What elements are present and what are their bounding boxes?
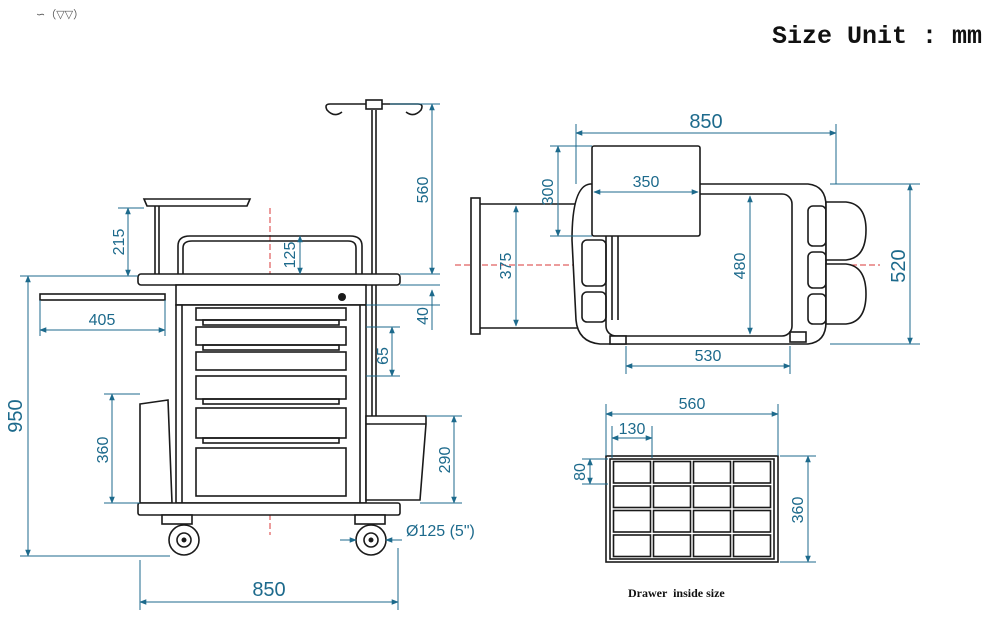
dim-cell-width: 130 [619, 421, 646, 438]
right-bin [365, 415, 427, 501]
top-surface [137, 273, 401, 286]
base [137, 502, 401, 516]
top-handle [177, 235, 363, 274]
side-tray [142, 198, 252, 278]
top-drawer-band [175, 284, 367, 306]
top-view: 850 300 350 375 480 520 530 [455, 111, 920, 374]
dim-drawer-width: 560 [679, 396, 706, 413]
drawer-cell [732, 460, 772, 484]
drawer-cell [732, 534, 772, 558]
top-handle-inner [182, 240, 357, 274]
front-dimensions: 560 215 125 405 40 65 [5, 103, 475, 610]
dim-total-depth: 520 [888, 249, 910, 282]
dim-front-total-width: 850 [252, 579, 285, 601]
drawer-caption: Drawer inside size [628, 586, 725, 600]
dim-handle-depth: 375 [498, 253, 515, 280]
drawers [195, 307, 347, 497]
top-right-bin-2 [825, 263, 867, 325]
dim-tray-depth: 300 [540, 179, 557, 206]
drawer-cell [612, 485, 652, 509]
dim-side-bin-height: 290 [437, 447, 454, 474]
dim-handle-drop: 125 [282, 242, 299, 269]
dim-cell-height: 80 [572, 463, 589, 481]
top-right-bin-1 [825, 201, 867, 261]
drawer-cell [692, 460, 732, 484]
top-dimensions: 850 300 350 375 480 520 530 [498, 111, 920, 374]
dim-tray-width: 350 [633, 174, 660, 191]
drawer-6 [195, 447, 347, 497]
lock-icon [338, 293, 346, 301]
drawer-cell [732, 485, 772, 509]
side-shelf [39, 293, 166, 301]
caster-right [354, 514, 387, 556]
drawer-cell [652, 460, 692, 484]
dim-side-shelf-length: 405 [89, 312, 116, 329]
iv-pole [325, 99, 423, 420]
drawer-cell [692, 509, 732, 533]
drawer-cell [612, 534, 652, 558]
dim-drawer-height: 65 [375, 347, 392, 365]
dim-tray-height: 215 [111, 229, 128, 256]
size-unit-title: Size Unit : mm [772, 22, 983, 51]
drawer-cell [612, 460, 652, 484]
corner-mark: ∽（▽▽） [36, 8, 85, 21]
dim-total-height: 950 [5, 399, 27, 432]
drawer-cell [612, 509, 652, 533]
drawer-cell [652, 485, 692, 509]
dim-caster: Ø125 (5") [406, 523, 475, 540]
drawer-1-handle [202, 319, 340, 326]
drawer-cell [652, 534, 692, 558]
drawer-outline [605, 455, 779, 563]
caster-left [161, 514, 200, 556]
dim-inner-width: 530 [695, 348, 722, 365]
drawer-3 [195, 351, 347, 371]
drawer-cell [732, 509, 772, 533]
drawer-5-handle [202, 437, 340, 444]
drawer-grid [612, 460, 772, 558]
top-tray [591, 145, 701, 237]
drawer-cell [692, 534, 732, 558]
dim-top-total-width: 850 [689, 111, 722, 133]
dim-iv-pole-height: 560 [415, 177, 432, 204]
left-bin [139, 399, 173, 504]
front-view: 560 215 125 405 40 65 [5, 99, 475, 610]
top-handle-bar [470, 197, 580, 335]
drawer-inside-view: 560 130 80 360 Drawer inside size [572, 396, 816, 600]
drawer-4-handle [202, 398, 340, 405]
drawer-cell [692, 485, 732, 509]
dim-inner-depth: 480 [732, 253, 749, 280]
dim-bottom-bin-height: 360 [95, 437, 112, 464]
dim-top-drawer-gap: 40 [415, 307, 432, 325]
drawer-2-handle [202, 344, 340, 351]
dim-drawer-depth: 360 [790, 497, 807, 524]
drawer-cell [652, 509, 692, 533]
